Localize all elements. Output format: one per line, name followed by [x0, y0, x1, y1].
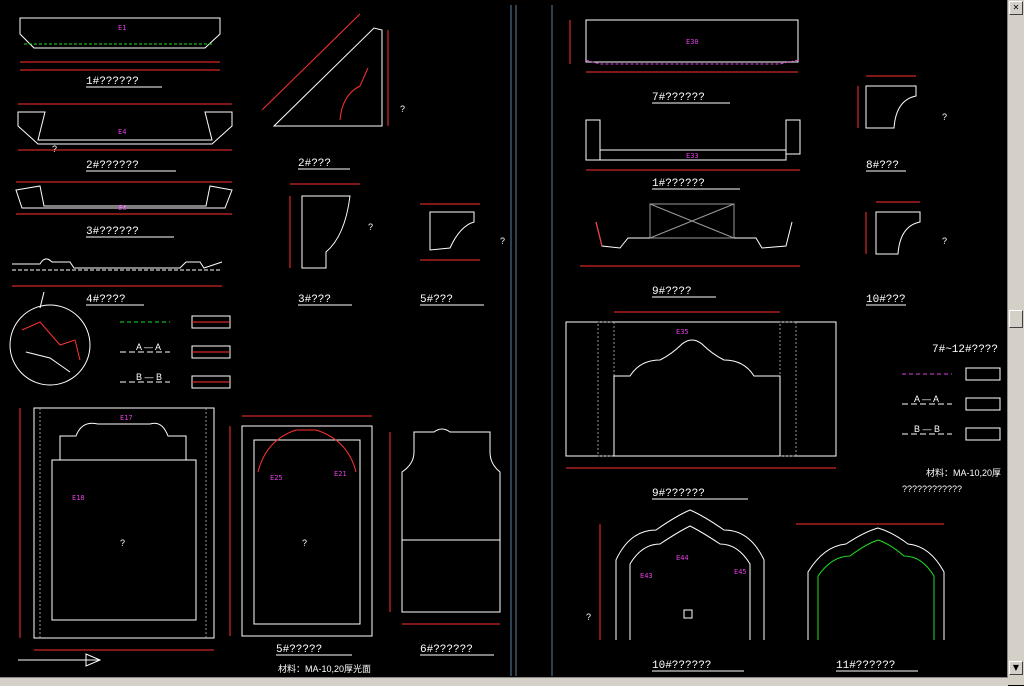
detail-circle	[9, 291, 91, 386]
svg-text:?: ?	[942, 236, 947, 246]
right-caption: 7#~12#????	[932, 344, 998, 356]
profile-m5	[420, 203, 480, 261]
tag-e35: E35	[676, 328, 689, 336]
scroll-down-button[interactable]: ▼	[1009, 661, 1023, 675]
profile-m2	[261, 13, 389, 127]
tag-e6: E6	[118, 204, 126, 212]
label-5: 5#?????	[276, 644, 322, 656]
label-6: 6#??????	[420, 644, 473, 656]
svg-text:?: ?	[942, 112, 947, 122]
tag-e4: E4	[118, 128, 126, 136]
label-r9: 9#????	[652, 286, 692, 298]
label-r10b: 10#???	[866, 294, 906, 306]
label-r10: 10#??????	[652, 660, 711, 672]
svg-text:A — A: A — A	[136, 342, 161, 352]
tag-e30: E30	[686, 38, 699, 46]
profile-4	[12, 258, 223, 287]
label-m5: 5#???	[420, 294, 453, 306]
tag-e17: E17	[120, 414, 133, 422]
label-1: 1#??????	[86, 76, 139, 88]
arch-11	[796, 523, 945, 640]
svg-text:?: ?	[500, 236, 505, 246]
profile-7	[569, 19, 799, 73]
label-m2: 2#???	[298, 158, 331, 170]
label-r8a: 1#??????	[652, 178, 705, 190]
tag-e33: E33	[686, 152, 699, 160]
svg-text:?: ?	[586, 612, 591, 622]
label-r8: 8#???	[866, 160, 899, 172]
svg-text:?: ?	[302, 538, 307, 548]
vertical-scrollbar[interactable]: ▲ ▼	[1007, 0, 1024, 685]
tag-e18: E18	[72, 494, 85, 502]
tag-e25: E25	[270, 474, 283, 482]
svg-text:材料：MA-10,20厚: 材料：MA-10,20厚	[926, 467, 1001, 478]
profile-r10	[865, 201, 921, 255]
legend-left: A — A B — B	[120, 315, 231, 389]
label-3: 3#??????	[86, 226, 139, 238]
svg-text:E45: E45	[734, 568, 747, 576]
svg-text:B — B: B — B	[914, 424, 940, 434]
profile-1	[19, 17, 221, 71]
label-m3: 3#???	[298, 294, 331, 306]
tag-e21: E21	[334, 470, 347, 478]
label-r7: 7#??????	[652, 92, 705, 104]
label-r9b: 9#??????	[652, 488, 705, 500]
profile-r8	[857, 75, 917, 129]
svg-text:?: ?	[368, 222, 373, 232]
legend-right: 7#~12#???? A — A B — B 材料：MA-10,20厚 ????…	[902, 344, 1001, 494]
svg-text:A — A: A — A	[914, 394, 939, 404]
horizontal-scrollbar[interactable]	[0, 677, 1008, 686]
scroll-thumb[interactable]	[1009, 310, 1023, 328]
elevation-5	[229, 415, 373, 637]
label-2: 2#??????	[86, 160, 139, 172]
svg-text:B — B: B — B	[136, 372, 162, 382]
svg-text:E43: E43	[640, 572, 653, 580]
svg-text:?: ?	[400, 104, 405, 114]
profile-m3	[289, 183, 360, 269]
profile-3	[15, 181, 233, 215]
material-note-left: 材料：MA-10,20厚光面	[278, 663, 371, 674]
elevation-4	[18, 407, 215, 667]
tag-e1: E1	[118, 24, 126, 32]
elevation-6	[389, 428, 501, 625]
profile-9	[580, 203, 800, 267]
profile-8	[585, 119, 801, 171]
svg-text:?: ?	[52, 144, 57, 154]
svg-text:E44: E44	[676, 554, 689, 562]
svg-text:?: ?	[120, 538, 125, 548]
svg-text:????????????: ????????????	[902, 484, 962, 494]
profile-2	[17, 103, 233, 151]
elevation-9	[565, 311, 837, 469]
label-4: 4#????	[86, 294, 126, 306]
arch-10	[599, 509, 765, 640]
label-r11: 11#??????	[836, 660, 895, 672]
close-icon[interactable]: ✕	[1009, 1, 1023, 15]
